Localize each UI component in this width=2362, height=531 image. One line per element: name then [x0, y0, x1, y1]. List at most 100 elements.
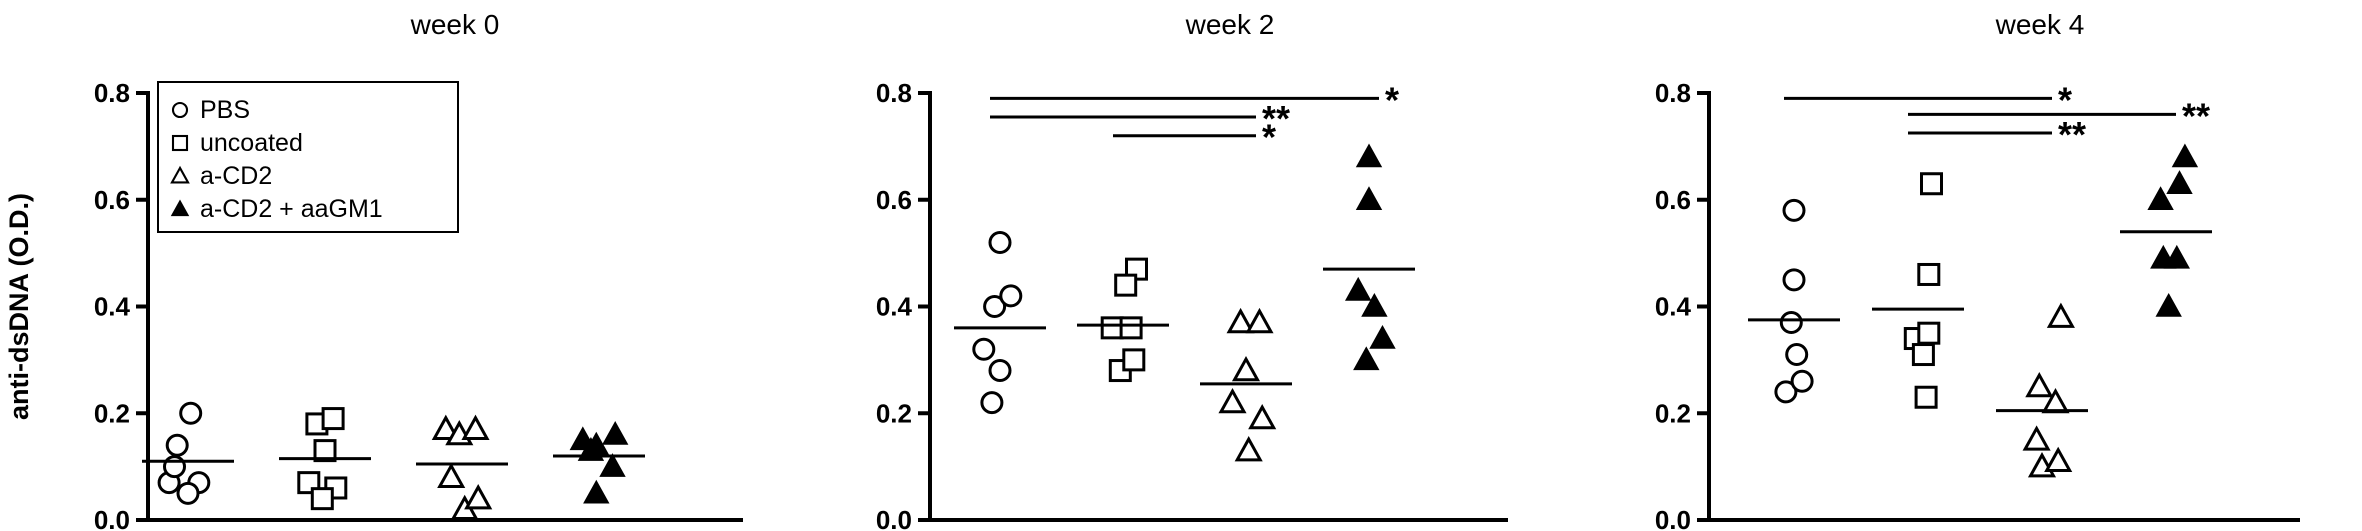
data-point — [1369, 324, 1396, 349]
y-tick-label: 0.2 — [876, 398, 912, 428]
data-point — [1234, 436, 1263, 462]
data-point — [313, 439, 337, 463]
data-point — [983, 295, 1007, 318]
data-point — [2171, 143, 2199, 168]
y-tick-label: 0.2 — [1655, 398, 1691, 428]
panel-week-4: week 40.00.20.40.60.8***** — [1655, 9, 2300, 531]
data-point — [1355, 186, 1383, 210]
data-point — [999, 284, 1023, 308]
data-point — [2163, 244, 2190, 269]
group-a-cd2 — [416, 414, 508, 521]
data-point — [1100, 316, 1124, 340]
data-point — [2166, 170, 2193, 194]
data-point — [1782, 268, 1806, 292]
data-point — [1218, 387, 1247, 414]
panel-title: week 0 — [410, 9, 500, 40]
y-tick-label: 0.0 — [94, 505, 130, 531]
data-point — [1782, 198, 1806, 222]
data-point — [1345, 276, 1372, 301]
y-tick-label: 0.2 — [94, 398, 130, 428]
panel-week-2: week 20.00.20.40.60.8**** — [876, 9, 1508, 531]
legend-marker-shape — [171, 101, 189, 119]
y-tick-label: 0.8 — [1655, 78, 1691, 108]
data-point — [2155, 292, 2182, 317]
group-a-cd2-aagm1 — [1323, 143, 1415, 371]
group-uncoated — [1077, 257, 1169, 383]
data-point — [1779, 311, 1803, 335]
data-point — [1920, 172, 1943, 196]
panel-title: week 4 — [1995, 9, 2085, 40]
data-point — [310, 487, 334, 511]
data-point — [179, 401, 203, 425]
data-point — [1122, 348, 1146, 372]
legend-marker — [170, 199, 190, 217]
significance-label: * — [2058, 79, 2072, 120]
data-point — [980, 391, 1004, 415]
data-point — [1231, 355, 1261, 382]
significance-label: ** — [1262, 98, 1290, 139]
data-point — [988, 230, 1012, 254]
y-tick-label: 0.4 — [1655, 292, 1692, 322]
significance-label: * — [1262, 117, 1276, 158]
data-point — [1114, 273, 1138, 297]
data-point — [437, 462, 466, 488]
group-pbs — [1748, 198, 1840, 404]
y-tick-label: 0.6 — [1655, 185, 1691, 215]
y-tick-label: 0.6 — [94, 185, 130, 215]
data-point — [1355, 143, 1383, 168]
data-point — [1361, 292, 1388, 317]
data-point — [1911, 343, 1935, 367]
group-uncoated — [1872, 172, 1964, 409]
legend-entry: PBS — [200, 96, 250, 124]
group-a-cd2 — [1996, 302, 2088, 478]
group-a-cd2-aagm1 — [2120, 143, 2212, 317]
y-tick-label: 0.0 — [876, 505, 912, 531]
group-pbs — [142, 401, 234, 505]
data-point — [464, 484, 493, 510]
group-a-cd2-aagm1 — [553, 421, 645, 504]
legend-marker — [171, 101, 189, 119]
legend-marker-shape — [170, 199, 190, 217]
data-point — [431, 414, 460, 440]
data-point — [176, 481, 200, 505]
legend-box — [157, 81, 459, 233]
data-point — [1119, 316, 1143, 340]
data-point — [461, 414, 490, 440]
y-tick-label: 0.6 — [876, 185, 912, 215]
legend-entry: uncoated — [200, 129, 303, 157]
data-point — [2022, 425, 2051, 451]
group-pbs — [954, 230, 1046, 415]
data-point — [2147, 186, 2174, 210]
data-point — [602, 421, 629, 445]
data-point — [1226, 307, 1255, 334]
legend-marker — [171, 134, 189, 152]
data-point — [2044, 446, 2073, 472]
data-point — [583, 479, 610, 504]
data-point — [988, 359, 1012, 383]
data-point — [1790, 369, 1814, 393]
data-point — [1785, 343, 1809, 367]
data-point — [599, 453, 626, 477]
group-uncoated — [279, 407, 371, 511]
significance-label: ** — [2058, 114, 2086, 155]
data-point — [972, 337, 996, 361]
y-tick-label: 0.4 — [94, 292, 131, 322]
data-point — [1917, 262, 1941, 286]
data-point — [1914, 385, 1938, 409]
data-point — [2046, 302, 2075, 328]
significance-label: * — [1385, 79, 1399, 120]
group-a-cd2 — [1200, 307, 1292, 462]
y-tick-label: 0.8 — [94, 78, 130, 108]
legend-marker — [170, 165, 190, 184]
significance-label: ** — [2182, 95, 2210, 136]
data-point — [1245, 307, 1274, 334]
data-point — [1917, 321, 1941, 345]
legend-entry: a-CD2 — [200, 162, 272, 190]
legend-marker-shape — [170, 165, 190, 184]
data-point — [1774, 380, 1798, 404]
panel-title: week 2 — [1185, 9, 1275, 40]
data-point — [1248, 403, 1277, 430]
